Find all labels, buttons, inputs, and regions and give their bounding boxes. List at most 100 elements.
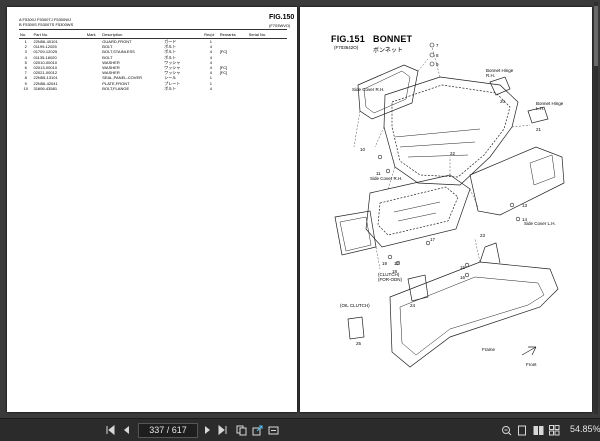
two-page-icon[interactable]: [532, 423, 544, 437]
table-cell: WASHER: [102, 59, 120, 65]
table-cell: 4: [24, 54, 27, 60]
export-icon[interactable]: [251, 423, 263, 437]
label-bonnet-hinge-lh: Bonnet Hinge L.H.: [536, 101, 564, 111]
table-cell: 22N56-40101: [33, 39, 58, 44]
scrollbar-thumb[interactable]: [594, 6, 598, 66]
table-cell: [219, 86, 248, 91]
col-header: Part No.: [32, 29, 86, 39]
table-cell: WASHER: [102, 65, 120, 71]
table-header-row: No. Part No. Mark Description Req'd Rema…: [19, 29, 287, 39]
zoom-level[interactable]: 54.85%: [570, 424, 600, 434]
table-cell: BOLT,FLANGE: [102, 85, 130, 91]
nav-first-icon[interactable]: [104, 423, 116, 437]
callout-number: 22: [450, 151, 456, 156]
table-cell: [FC]: [219, 49, 228, 55]
fit-width-icon[interactable]: [267, 423, 279, 437]
label-clutch: (CLUTCH) (FOR-ODN): [378, 272, 402, 282]
callout-number: 8: [436, 53, 439, 58]
callout-number: 25: [356, 341, 362, 346]
vertical-scrollbar[interactable]: [594, 2, 598, 414]
model-line: B F5300S F5300TS F5300WS: [19, 22, 74, 27]
copy-icon[interactable]: [235, 423, 247, 437]
table-cell: 02010-00010: [33, 59, 58, 65]
table-cell: 4: [209, 70, 213, 76]
callout-number: 21: [536, 127, 542, 132]
model-list: A F5300J F5300TJ F5300WJ B F5300S F5300T…: [19, 17, 73, 27]
table-cell: ワッシャ: [164, 59, 181, 65]
figure-name-jp: ボンネット: [373, 48, 403, 54]
bonnet-hinge-lh: [527, 106, 549, 124]
table-cell: プレート: [164, 80, 181, 86]
col-header: [163, 29, 204, 39]
table-cell: 8: [24, 75, 27, 81]
pdf-page-right: FIG.151 BONNET (F703642O) ボンネット: [300, 7, 592, 412]
callout-number: 13: [522, 203, 528, 208]
callout-number: 14: [522, 217, 528, 222]
table-cell: ガード: [164, 39, 177, 44]
table-cell: ボルト: [164, 85, 177, 91]
col-header: Remarks: [218, 29, 248, 39]
table-cell: 01135-16020: [33, 54, 57, 60]
parts-table: No. Part No. Mark Description Req'd Rema…: [19, 29, 287, 91]
table-cell: BOLT,STAINLESS: [102, 49, 135, 55]
table-cell: 01709-12025: [33, 49, 58, 55]
side-cover-rh: [365, 174, 471, 248]
callout-number: 15: [460, 265, 466, 270]
nav-last-icon[interactable]: [217, 423, 229, 437]
figure-number: FIG.151: [331, 34, 365, 44]
bonnet-shell: [383, 76, 519, 186]
label-frame: Frame: [482, 347, 496, 352]
side-cover-lh: [469, 146, 565, 216]
label-side-cover-lh: Side Cover L.H.: [524, 221, 556, 226]
callout-number: 16: [460, 275, 466, 280]
col-header: Description: [101, 29, 164, 39]
label-front: Front: [526, 362, 537, 367]
callout-number: 7: [436, 43, 439, 48]
table-cell: ワッシャ: [164, 65, 181, 71]
figure-title: FIG.151 BONNET: [331, 34, 412, 44]
bonnet-exploded-diagram: 7 8 9 10 11 12 13 14 15 16 17 18 19 20 2…: [334, 42, 565, 368]
table-cell: 4: [209, 65, 213, 71]
table-cell: [86, 86, 102, 91]
table-cell: 4: [209, 54, 213, 60]
col-header: Mark: [85, 29, 102, 39]
side-cover-rh-top: [357, 64, 419, 120]
zoom-out-icon[interactable]: [500, 423, 512, 437]
table-cell: ボルト: [164, 44, 177, 50]
nav-next-icon[interactable]: [202, 423, 214, 437]
table-cell: 02021-00012: [33, 70, 58, 76]
callout-number: 23: [480, 233, 486, 238]
table-cell: 10: [23, 85, 28, 91]
figure-code: (F703642O): [334, 45, 359, 50]
single-page-icon[interactable]: [516, 423, 528, 437]
table-cell: 4: [209, 49, 213, 55]
table-cell: シール: [164, 75, 177, 81]
table-cell: 1: [209, 39, 213, 44]
model-line: A F5300J F5300TJ F5300WJ: [19, 17, 72, 22]
table-cell: 5: [24, 59, 27, 65]
table-cell: 9: [24, 80, 27, 86]
grid-view-icon[interactable]: [548, 423, 560, 437]
label-side-cover-rh: Side Cover R.H.: [370, 176, 403, 181]
table-cell: 3: [24, 49, 27, 55]
pdf-page-left: FIG.150 (F703WVO) A F5300J F5300TJ F5300…: [7, 7, 297, 412]
callout-number: 24: [410, 303, 416, 308]
table-cell: BOLT: [102, 54, 113, 60]
table-cell: PLATE,FRONT: [102, 80, 130, 86]
table-cell: 2: [24, 44, 27, 50]
nav-prev-icon[interactable]: [120, 423, 132, 437]
col-header: Serial No.: [247, 29, 287, 39]
document-viewer[interactable]: FIG.150 (F703WVO) A F5300J F5300TJ F5300…: [0, 0, 600, 418]
callout-number: 11: [376, 171, 381, 176]
page-number-field[interactable]: 337 / 617: [138, 423, 198, 438]
table-cell: 22N55-13101: [33, 75, 58, 81]
figure-number: FIG.150: [269, 14, 295, 21]
